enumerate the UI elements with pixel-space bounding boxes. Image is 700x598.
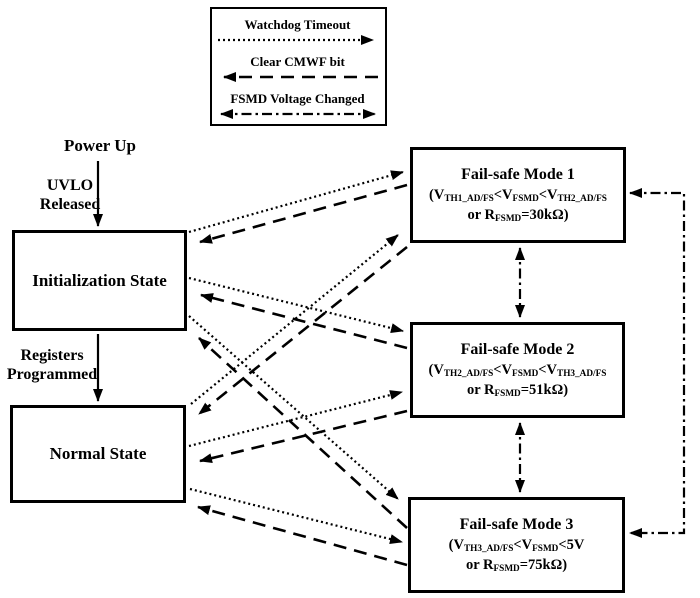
arrow-fm3-to-normal-cmwf xyxy=(197,505,408,567)
uvlo-line2: Released xyxy=(39,196,101,213)
arrow-init-to-fm3-watchdog xyxy=(188,315,399,500)
failsafe-mode-1-resistor: or RFSMD=30kΩ) xyxy=(467,207,569,225)
arrow-init-to-fm2-watchdog xyxy=(188,276,404,333)
arrow-fm1-to-normal-cmwf xyxy=(198,245,408,416)
failsafe-mode-3-title: Fail-safe Mode 3 xyxy=(459,516,574,533)
arrow-fm3-to-init-cmwf xyxy=(198,337,408,529)
power-up-text: Power Up xyxy=(64,136,136,155)
failsafe-mode-2-condition: (VTH2_AD/FS<VFSMD<VTH3_AD/FS xyxy=(428,362,607,380)
arrow-normal-to-fm3-watchdog xyxy=(189,487,403,544)
failsafe-mode-3-box: Fail-safe Mode 3 (VTH3_AD/FS<VFSMD<5V or… xyxy=(408,497,625,593)
uvlo-released-label: UVLO Released xyxy=(28,176,112,214)
failsafe-mode-1-condition: (VTH1_AD/FS<VFSMD<VTH2_AD/FS xyxy=(429,187,607,205)
registers-programmed-label: Registers Programmed xyxy=(0,346,104,384)
uvlo-line1: UVLO xyxy=(46,177,94,194)
initialization-state-box: Initialization State xyxy=(12,230,187,331)
failsafe-mode-2-resistor: or RFSMD=51kΩ) xyxy=(466,382,569,400)
registers-line1: Registers xyxy=(20,347,84,364)
legend-label-watchdog-timeout: Watchdog Timeout xyxy=(244,17,351,32)
legend-box xyxy=(210,7,387,126)
legend-label-fsmd-voltage: FSMD Voltage Changed xyxy=(230,91,365,106)
failsafe-mode-3-condition: (VTH3_AD/FS<VFSMD<5V xyxy=(448,537,585,555)
failsafe-mode-1-title: Fail-safe Mode 1 xyxy=(461,166,575,183)
initialization-state-label: Initialization State xyxy=(32,270,167,290)
failsafe-mode-1-box: Fail-safe Mode 1 (VTH1_AD/FS<VFSMD<VTH2_… xyxy=(410,147,626,243)
arrow-init-to-fm1-watchdog xyxy=(188,170,404,234)
failsafe-mode-3-resistor: or RFSMD=75kΩ) xyxy=(465,557,568,575)
normal-state-label: Normal State xyxy=(49,444,147,463)
arrow-fm2-to-normal-cmwf xyxy=(199,409,408,464)
arrow-fm2-to-init-cmwf xyxy=(200,293,408,350)
failsafe-mode-2-box: Fail-safe Mode 2 (VTH2_AD/FS<VFSMD<VTH3_… xyxy=(410,322,625,418)
normal-state-box: Normal State xyxy=(10,405,186,503)
arrow-fm1-to-init-cmwf xyxy=(199,183,408,244)
failsafe-mode-2-title: Fail-safe Mode 2 xyxy=(460,341,575,358)
registers-line2: Programmed xyxy=(6,366,98,383)
arrow-fm1-fm3-fsmd xyxy=(629,188,686,538)
arrow-normal-to-fm2-watchdog xyxy=(188,390,403,448)
arrow-normal-to-fm1-watchdog xyxy=(190,234,399,405)
legend-label-clear-cmwf: Clear CMWF bit xyxy=(250,54,345,69)
power-up-label: Power Up xyxy=(55,136,145,155)
